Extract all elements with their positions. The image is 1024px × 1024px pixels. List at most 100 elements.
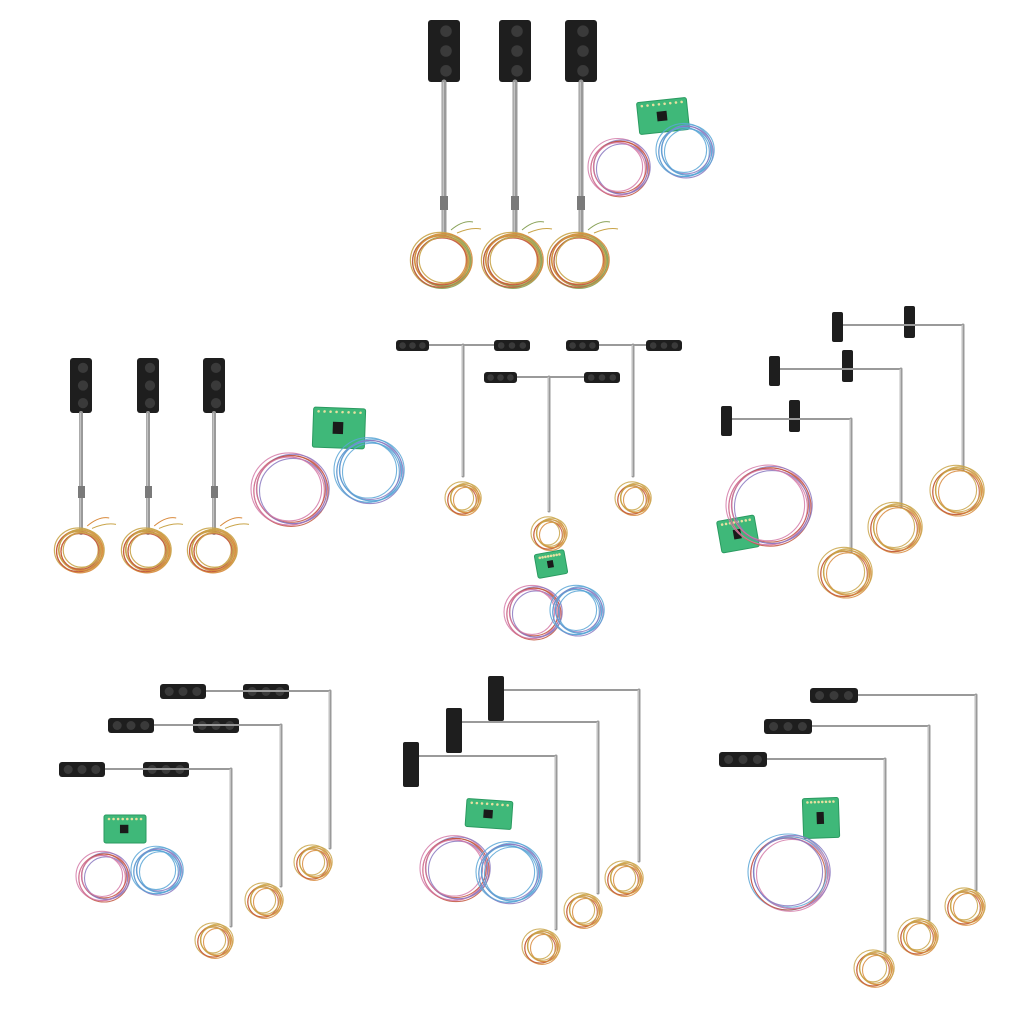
wire-coil	[53, 517, 117, 574]
wire-loop	[530, 516, 568, 551]
pole-collar	[145, 486, 152, 498]
signal-lens	[399, 342, 406, 349]
board-chip	[732, 528, 742, 540]
signal-lens	[829, 691, 839, 700]
wire-coil	[546, 221, 619, 289]
pole-collar	[577, 196, 585, 210]
wire-loop	[521, 928, 561, 965]
signal-lens	[77, 765, 87, 774]
t-bracket-set	[396, 340, 682, 641]
driver-board	[311, 406, 367, 450]
signal-lens	[77, 362, 89, 374]
signal-lens	[843, 691, 853, 700]
signal-lens	[649, 342, 657, 349]
board-chip	[483, 809, 493, 819]
signal-lens	[140, 721, 150, 730]
signal-lens	[815, 691, 825, 700]
signal-lens	[609, 374, 617, 381]
wire-loop	[867, 501, 923, 554]
pole-collar	[78, 486, 85, 498]
wire-loop	[503, 584, 563, 641]
signal-head	[488, 676, 504, 721]
signal-lens	[487, 374, 494, 381]
signal-lens	[497, 342, 505, 349]
signal-lens	[577, 25, 589, 37]
signal-lens	[577, 45, 589, 57]
horizontal-single-set	[719, 688, 986, 988]
signal-lens	[210, 380, 222, 391]
signal-lens	[752, 755, 762, 764]
signal-lens	[577, 65, 589, 77]
signal-lens	[511, 65, 523, 77]
driver-board	[716, 514, 760, 554]
signal-lens	[724, 755, 734, 764]
signal-lens	[419, 342, 426, 349]
signal-head	[832, 312, 843, 342]
signal-lens	[598, 374, 606, 381]
signal-lens	[587, 374, 595, 381]
wire-loop	[817, 546, 873, 599]
wire-loop	[194, 922, 234, 959]
signal-lens	[783, 722, 793, 731]
signal-lens	[144, 397, 156, 409]
driver-board	[103, 814, 147, 844]
signal-lens	[589, 342, 596, 349]
wire-loop	[655, 122, 715, 179]
signal-head	[842, 350, 853, 382]
double-arm-set	[716, 306, 985, 599]
wire-coil	[409, 221, 482, 289]
wire-loop	[130, 845, 184, 896]
wire-loop	[614, 481, 652, 516]
signal-lens	[738, 755, 748, 764]
wire-loop	[853, 949, 895, 988]
wire-coil	[186, 517, 250, 574]
board-chip	[546, 560, 554, 569]
signal-lens	[671, 342, 679, 349]
wire-loop	[563, 892, 603, 929]
driver-board	[636, 97, 690, 135]
wire-loop	[475, 841, 543, 905]
signal-lens	[508, 342, 516, 349]
board-chip	[119, 824, 129, 834]
pole-collar	[211, 486, 218, 498]
wire-loop	[587, 137, 651, 198]
wire-loop	[944, 887, 986, 926]
signal-lens	[440, 65, 452, 77]
board-chip	[816, 811, 825, 825]
signal-lens	[192, 687, 202, 696]
signal-lens	[440, 25, 452, 37]
signal-lens	[409, 342, 416, 349]
signal-lens	[77, 397, 89, 409]
pole-collar	[440, 196, 448, 210]
signal-lens	[579, 342, 586, 349]
signal-lens	[769, 722, 779, 731]
horizontal-double-set	[59, 684, 333, 959]
wire-loop	[244, 882, 284, 919]
signal-head	[446, 708, 462, 753]
wire-loop	[549, 584, 605, 637]
wire-loop	[747, 833, 831, 912]
signal-lens	[210, 362, 222, 374]
board-chip	[332, 421, 344, 435]
board-chip	[656, 110, 668, 122]
driver-board	[533, 549, 569, 579]
wire-loop	[250, 452, 330, 527]
signal-lens	[660, 342, 668, 349]
wire-loop	[897, 917, 939, 956]
signal-lens	[440, 45, 452, 57]
signal-head	[904, 306, 915, 338]
wire-loop	[604, 860, 644, 897]
wire-loop	[293, 844, 333, 881]
wire-loop	[929, 464, 985, 517]
pole-collar	[511, 196, 519, 210]
wire-loop	[444, 481, 482, 516]
wire-coil	[480, 221, 553, 289]
wire-coil	[120, 517, 184, 574]
signal-lens	[507, 374, 514, 381]
signal-lens	[144, 380, 156, 391]
wire-loop	[75, 850, 131, 903]
wire-loop	[725, 464, 813, 547]
signal-lens	[210, 397, 222, 409]
signal-head	[789, 400, 800, 432]
signal-lens	[112, 721, 122, 730]
